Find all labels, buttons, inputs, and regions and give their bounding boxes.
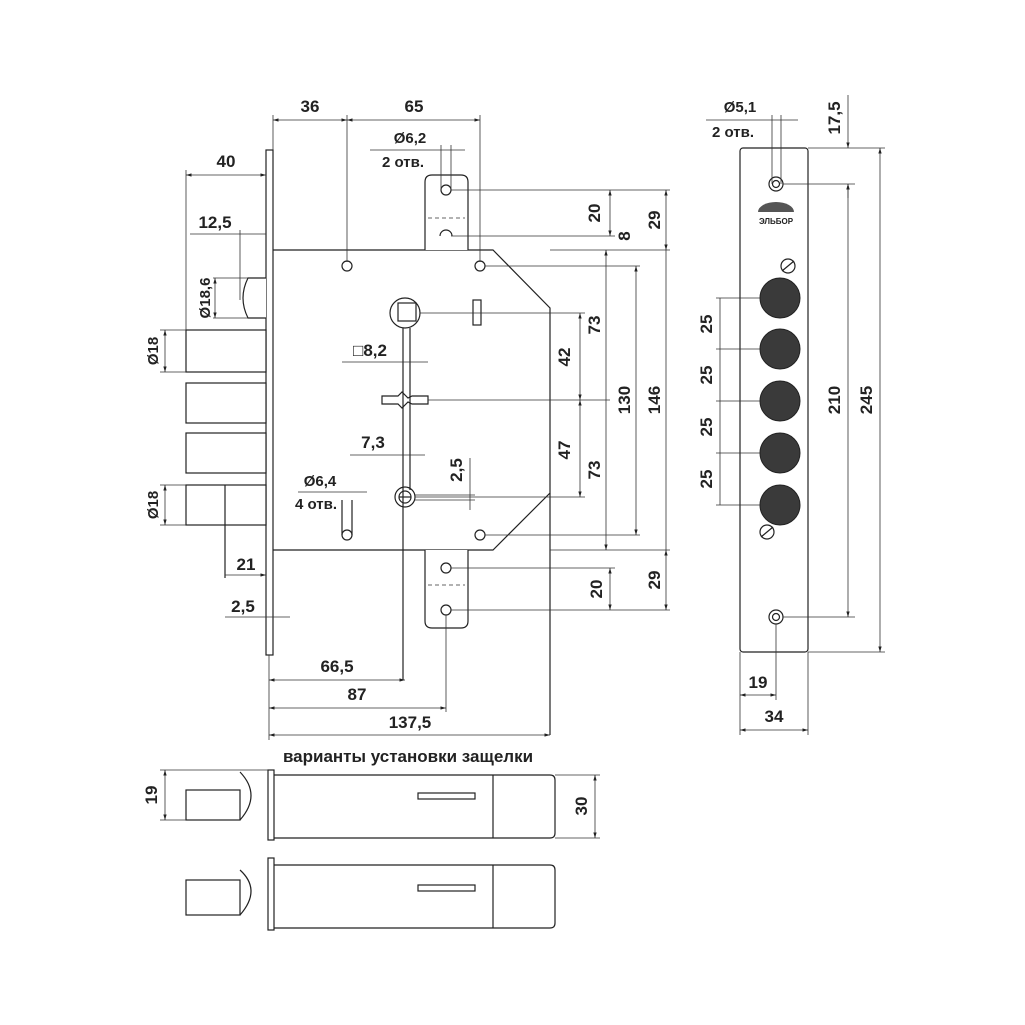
bolt-hole xyxy=(759,432,801,474)
dim-210: 210 xyxy=(825,386,844,414)
dim-bolt-dia-top: Ø18 xyxy=(145,337,162,365)
dim-latch-30: 30 xyxy=(572,797,591,816)
dim-29-bottom: 29 xyxy=(645,571,664,590)
dim-17-5: 17,5 xyxy=(825,101,844,134)
dim-245: 245 xyxy=(857,386,876,414)
dim-strike-hole-count: 2 отв. xyxy=(712,124,754,141)
dim-40: 40 xyxy=(217,152,236,171)
dim-pitch: 25 xyxy=(697,470,716,489)
dim-hole-bottom-count: 4 отв. xyxy=(295,496,337,513)
dim-12-5: 12,5 xyxy=(198,213,231,232)
dim-hole-top-count: 2 отв. xyxy=(382,154,424,171)
slot xyxy=(417,792,476,800)
latch-variant-1 xyxy=(185,769,556,841)
dim-20-bottom: 20 xyxy=(587,580,606,599)
dim-66-5: 66,5 xyxy=(320,657,353,676)
dimension-lines xyxy=(160,115,670,740)
dim-pitch: 25 xyxy=(697,418,716,437)
latch-bolt xyxy=(242,277,266,319)
dim-34: 34 xyxy=(765,707,784,726)
strike-plate: ЭЛЬБОР xyxy=(739,147,809,653)
latch-variants-title: варианты установки защелки xyxy=(283,747,533,766)
dim-pitch: 25 xyxy=(697,366,716,385)
logo-icon xyxy=(758,202,794,212)
cylinder-key-icon xyxy=(381,391,429,409)
dim-strike-hole-dia: Ø5,1 xyxy=(724,99,757,116)
strike-logo: ЭЛЬБОР xyxy=(759,217,794,226)
dim-73-top: 73 xyxy=(585,316,604,335)
front-plate xyxy=(265,149,274,656)
dim-latch-19: 19 xyxy=(142,786,161,805)
dim-7-3: 7,3 xyxy=(361,433,385,452)
mount-hole xyxy=(474,260,486,272)
dim-65: 65 xyxy=(405,97,424,116)
dim-21: 21 xyxy=(237,555,256,574)
dim-87: 87 xyxy=(348,685,367,704)
dim-2-5-cam: 2,5 xyxy=(447,458,466,482)
dim-2-5-plate: 2,5 xyxy=(231,597,255,616)
bolt-hole xyxy=(759,328,801,370)
dim-36: 36 xyxy=(301,97,320,116)
dim-strike-19: 19 xyxy=(749,673,768,692)
dim-42: 42 xyxy=(555,348,574,367)
mount-hole xyxy=(341,529,353,541)
strike-hole xyxy=(771,612,781,622)
strike-dimension-labels: Ø5,1 2 отв. 17,5 25 25 25 25 210 245 19 … xyxy=(697,99,876,726)
bolt-hole xyxy=(759,277,801,319)
bolt-hole xyxy=(759,484,801,526)
screw-icon xyxy=(759,524,775,540)
mount-hole xyxy=(341,260,353,272)
dim-8: 8 xyxy=(615,231,634,240)
lock-dimension-labels: 36 65 Ø6,2 2 отв. 40 12,5 Ø18,6 Ø18 Ø18 … xyxy=(145,97,664,732)
bolt xyxy=(185,432,267,474)
bottom-tab xyxy=(424,550,469,629)
screw-icon xyxy=(780,258,796,274)
bolt xyxy=(185,382,267,424)
strike-hole xyxy=(771,179,781,189)
dim-hole-top-dia: Ø6,2 xyxy=(394,130,427,147)
dim-spindle: □8,2 xyxy=(353,341,387,360)
strike-dimension-lines xyxy=(706,95,885,735)
dim-146: 146 xyxy=(645,386,664,414)
dim-137-5: 137,5 xyxy=(389,713,432,732)
lock-body xyxy=(185,149,551,735)
bolt xyxy=(185,329,267,373)
dim-29-top: 29 xyxy=(645,211,664,230)
dim-47: 47 xyxy=(555,441,574,460)
dim-hole-bottom-dia: Ø6,4 xyxy=(304,473,337,490)
slot xyxy=(472,299,482,326)
top-tab xyxy=(424,174,469,250)
dim-20-top: 20 xyxy=(585,204,604,223)
bolt-hole xyxy=(759,380,801,422)
dim-bolt-dia-bottom: Ø18 xyxy=(145,491,162,519)
bolt xyxy=(185,484,267,526)
latch-dimension-lines xyxy=(160,769,600,839)
latch-variant-2 xyxy=(185,857,556,931)
dim-pitch: 25 xyxy=(697,315,716,334)
slot xyxy=(417,884,476,892)
mount-hole xyxy=(474,529,486,541)
dim-latch-dia: Ø18,6 xyxy=(197,278,214,319)
dim-73-bottom: 73 xyxy=(585,461,604,480)
dim-130: 130 xyxy=(615,386,634,414)
